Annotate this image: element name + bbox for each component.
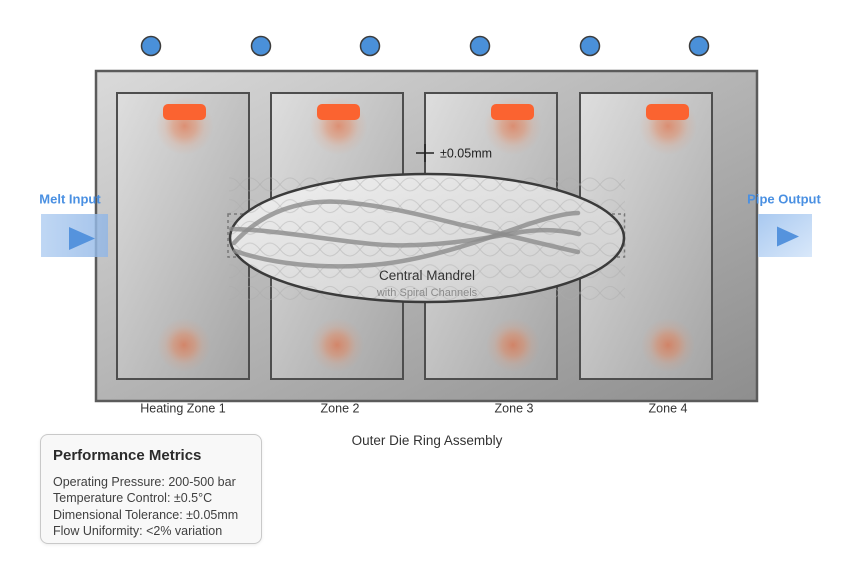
- tolerance-label: ±0.05mm: [440, 147, 492, 161]
- bolt-icon: [469, 35, 491, 57]
- pipe-output-label: Pipe Output: [747, 192, 821, 207]
- heater-element: [317, 104, 360, 120]
- spiral-channel-line: [228, 226, 582, 248]
- metric-item-temperature-control: Temperature Control: ±0.5°C: [53, 491, 213, 506]
- heater-glow: [310, 318, 364, 372]
- metric-item-flow-uniformity: Flow Uniformity: <2% variation: [53, 524, 223, 539]
- spiral-channel-line: [231, 199, 581, 255]
- mandrel-label: Central Mandrel: [379, 268, 475, 283]
- spiral-channel-line: [232, 210, 581, 269]
- bolt-icon: [140, 35, 162, 57]
- melt-input-arrow: Melt Input: [39, 192, 108, 257]
- heater-glow: [157, 318, 211, 372]
- metric-item-operating-pressure: Operating Pressure: 200-500 bar: [53, 475, 236, 489]
- mandrel-sublabel: with Spiral Channels: [376, 287, 478, 299]
- assembly-caption: Outer Die Ring Assembly: [352, 433, 503, 448]
- arrow-right-icon: [69, 227, 95, 250]
- arrow-right-icon: [777, 226, 799, 247]
- mandrel-outline: [228, 172, 626, 304]
- bolt-icon: [250, 35, 272, 57]
- bolt-icon: [579, 35, 601, 57]
- heater-element: [646, 104, 689, 120]
- heating-zone-1: [116, 92, 250, 380]
- central-mandrel: Central Mandrel with Spiral Channels: [228, 172, 626, 304]
- metrics-panel-title: Performance Metrics: [53, 447, 202, 464]
- performance-metrics-panel: Performance Metrics Operating Pressure: …: [40, 434, 262, 544]
- zone-label: Zone 2: [321, 402, 360, 416]
- metric-item-dimensional-tolerance: Dimensional Tolerance: ±0.05mm: [53, 507, 239, 522]
- bolt-icon: [688, 35, 710, 57]
- bolt-icon: [359, 35, 381, 57]
- heater-glow: [486, 318, 540, 372]
- melt-input-label: Melt Input: [39, 192, 101, 207]
- spiral-channels: [228, 199, 582, 269]
- tolerance-marker-icon: [416, 144, 434, 162]
- bolt-row: [140, 35, 710, 57]
- zone-labels: Heating Zone 1 Zone 2 Zone 3 Zone 4: [140, 402, 687, 416]
- pipe-output-arrow: Pipe Output: [747, 192, 821, 257]
- zone-label: Heating Zone 1: [140, 402, 226, 416]
- heater-element: [491, 104, 534, 120]
- zone-label: Zone 4: [649, 402, 688, 416]
- zone-label: Zone 3: [495, 402, 534, 416]
- heater-element: [163, 104, 206, 120]
- heater-glow: [641, 318, 695, 372]
- mandrel-texture: [229, 173, 625, 303]
